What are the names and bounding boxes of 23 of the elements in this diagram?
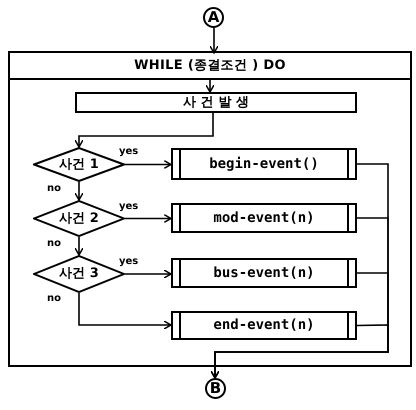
- edge-label: no: [46, 184, 62, 194]
- edge-label: yes: [118, 147, 140, 157]
- subroutine-box: mod-event(n): [171, 203, 357, 233]
- process-box: 사 건 발 생: [75, 92, 357, 113]
- arrow: [78, 293, 172, 330]
- loop-frame: [8, 51, 412, 367]
- arrow: [210, 324, 389, 379]
- arrow: [125, 269, 172, 279]
- arrow: [125, 160, 172, 170]
- subroutine-box: end-event(n): [171, 311, 357, 340]
- arrow: [74, 113, 214, 148]
- edge-label: yes: [118, 202, 140, 212]
- arrow: [74, 237, 84, 256]
- edge-label: yes: [118, 257, 140, 267]
- edge-label: no: [46, 239, 62, 249]
- arrow: [205, 80, 215, 93]
- arrow: [125, 214, 172, 224]
- subroutine-box: bus-event(n): [171, 258, 357, 288]
- arrow: [74, 182, 84, 201]
- loop-header: WHILE (종결조건 ) DO: [10, 53, 410, 80]
- subroutine-box: begin-event(): [171, 148, 357, 180]
- arrow: [209, 28, 219, 54]
- edge-label: no: [46, 294, 62, 304]
